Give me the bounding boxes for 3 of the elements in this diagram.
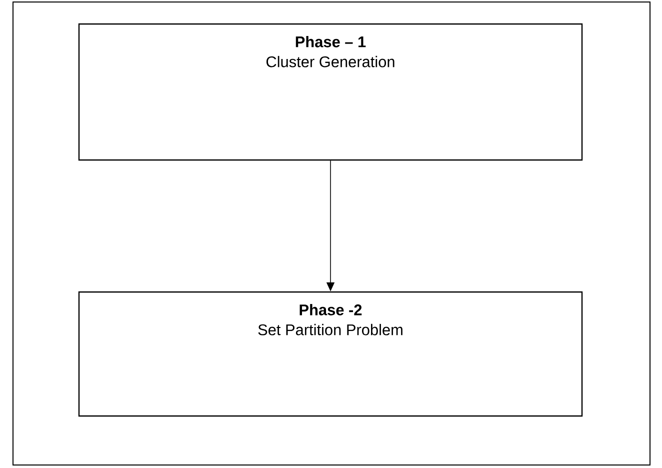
frame-box <box>12 2 650 466</box>
process-box: Phase -2 Set Partition Problem <box>78 291 583 417</box>
process-box: Phase – 1 Cluster Generation <box>78 23 583 161</box>
